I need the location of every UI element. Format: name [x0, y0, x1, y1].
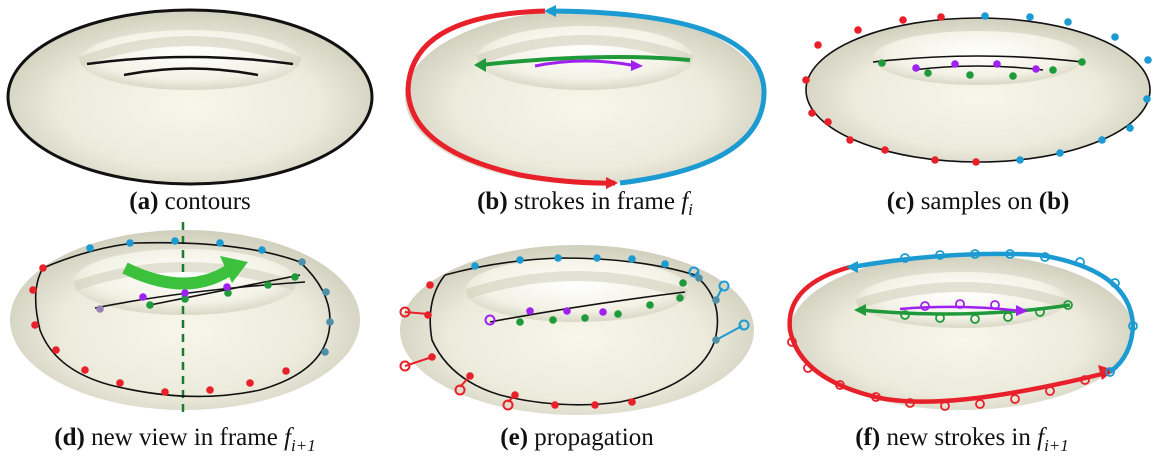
caption-b-letter: (b)	[477, 188, 508, 215]
red-stroke	[405, 8, 616, 186]
caption-b-math: f	[681, 188, 689, 215]
panel-e-torus	[399, 245, 754, 415]
caption-e-letter: (e)	[500, 424, 529, 451]
caption-a: (a) contours	[129, 188, 251, 216]
caption-e: (e) propagation	[500, 424, 653, 452]
caption-c: (c) samples on (b)	[887, 188, 1070, 216]
caption-a-text: contours	[158, 188, 251, 215]
caption-d: (d) new view in frame fi+1	[54, 424, 316, 455]
caption-c-letter: (c)	[886, 188, 915, 215]
inner-contour-upper	[86, 55, 294, 66]
panel-f-torus	[787, 249, 1138, 411]
caption-c-text: samples on	[914, 188, 1039, 215]
caption-b: (b) strokes in frame fi	[477, 188, 693, 219]
blue-stroke	[547, 8, 767, 186]
red-new-stroke	[787, 264, 1111, 404]
caption-f: (f) new strokes in fi+1	[855, 424, 1069, 455]
purple-new-stroke	[899, 305, 1023, 313]
green-stroke	[479, 54, 691, 67]
panel-a-torus	[6, 8, 374, 186]
caption-d-math: f	[284, 424, 292, 451]
caption-f-text: new strokes in	[880, 424, 1038, 451]
blue-new-stroke	[851, 251, 1136, 374]
rotation-arrow	[122, 261, 239, 290]
caption-b-sub: i	[688, 200, 693, 219]
caption-c-ref: (b)	[1038, 188, 1070, 215]
caption-f-sub: i+1	[1044, 436, 1069, 455]
caption-d-text: new view in frame	[84, 424, 285, 451]
caption-b-text: strokes in frame	[507, 188, 682, 215]
green-new-stroke	[859, 303, 1071, 316]
panel-d-torus	[10, 222, 360, 412]
caption-e-text: propagation	[528, 424, 654, 451]
purple-stroke	[534, 59, 638, 68]
caption-a-letter: (a)	[129, 188, 159, 215]
caption-f-letter: (f)	[855, 424, 881, 451]
inner-contour-lower	[123, 67, 259, 77]
panel-c-torus	[802, 12, 1152, 166]
caption-d-sub: i+1	[291, 436, 316, 455]
caption-f-math: f	[1037, 424, 1045, 451]
caption-d-letter: (d)	[54, 424, 85, 451]
panel-b-torus	[405, 5, 767, 189]
